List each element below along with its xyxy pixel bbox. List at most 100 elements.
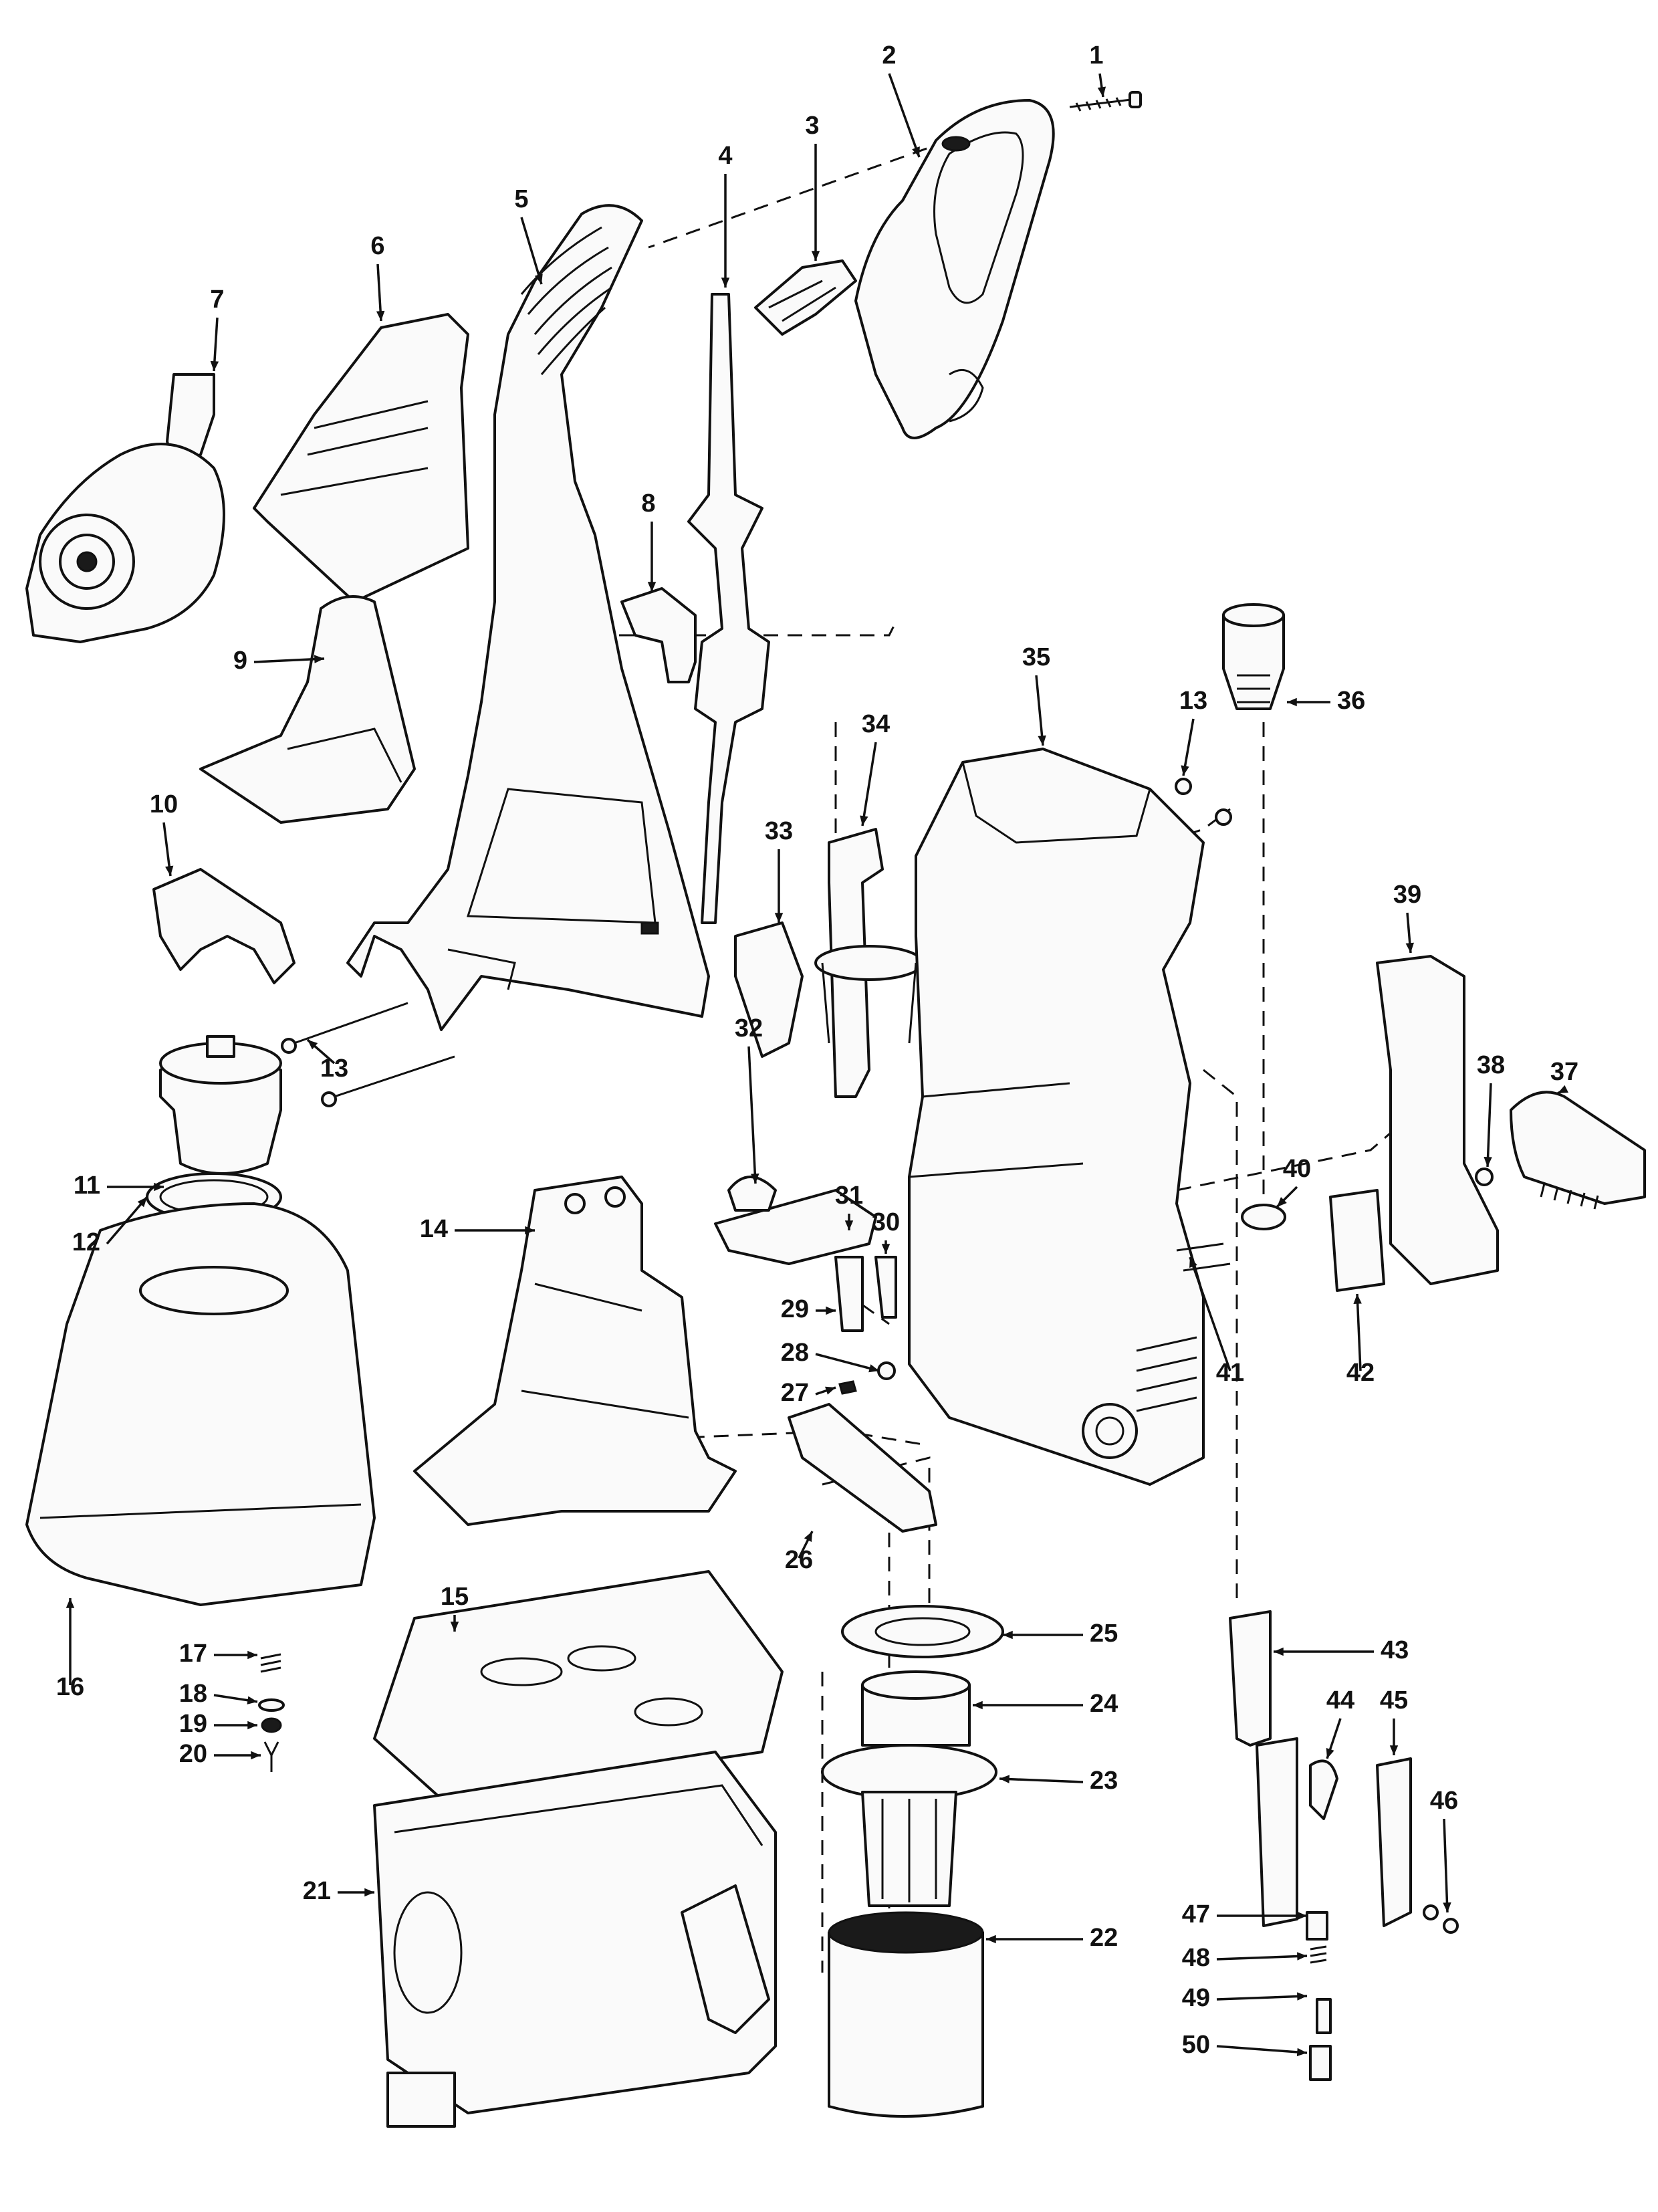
callout-arrowhead-7 — [210, 360, 219, 371]
callout-label-5: 5 — [514, 185, 528, 213]
callout-arrowhead-47 — [1297, 1911, 1307, 1920]
part-16-tank-cover — [25, 1202, 376, 1606]
callout-arrowhead-10 — [164, 865, 174, 876]
callout-leader-28 — [815, 1353, 880, 1372]
callout-label-27: 27 — [781, 1379, 809, 1407]
callout-label-19: 19 — [179, 1710, 207, 1738]
callout-arrowhead-48 — [1297, 1952, 1307, 1961]
part-8-latch — [620, 587, 697, 683]
callout-label-17: 17 — [179, 1640, 207, 1668]
callout-arrowhead-6 — [376, 310, 385, 321]
callout-arrowhead-27 — [825, 1386, 836, 1395]
callout-label-50: 50 — [1182, 2031, 1210, 2059]
callout-label-35: 35 — [1022, 643, 1050, 671]
callout-arrowhead-41 — [1189, 1257, 1197, 1268]
callout-arrowhead-40 — [1277, 1197, 1287, 1207]
callout-arrowhead-50 — [1296, 2048, 1307, 2057]
callout-arrowhead-29 — [826, 1306, 836, 1315]
callout-label-40: 40 — [1283, 1155, 1311, 1183]
callout-leader-2 — [888, 73, 921, 158]
callout-leader-34 — [861, 742, 877, 826]
callout-label-14: 14 — [420, 1215, 448, 1243]
callout-arrowhead-2 — [912, 146, 920, 157]
callout-arrowhead-35 — [1038, 735, 1046, 746]
callout-leader-48 — [1216, 1955, 1308, 1961]
part-1-screw — [1069, 91, 1142, 112]
part-22-filter-foam — [828, 1911, 984, 2118]
callout-label-13: 13 — [1179, 687, 1207, 715]
callout-arrowhead-30 — [881, 1244, 891, 1254]
callout-label-7: 7 — [210, 286, 224, 314]
callout-label-13: 13 — [320, 1055, 348, 1083]
callout-arrowhead-34 — [860, 815, 868, 826]
part-35-main-body — [908, 748, 1205, 1486]
parts-27-32-small-pieces — [714, 1176, 897, 1395]
callout-arrowhead-5 — [534, 273, 543, 284]
callout-label-26: 26 — [785, 1546, 813, 1574]
part-4-rod — [687, 293, 770, 924]
callout-label-20: 20 — [179, 1740, 207, 1768]
part-24-cylinder — [861, 1670, 971, 1747]
callout-label-47: 47 — [1182, 1900, 1210, 1928]
callout-leader-23 — [999, 1777, 1084, 1783]
callout-label-45: 45 — [1380, 1686, 1408, 1715]
callout-label-34: 34 — [862, 710, 890, 738]
callout-arrowhead-44 — [1326, 1748, 1334, 1759]
callout-label-23: 23 — [1090, 1767, 1118, 1795]
part-5-upper-housing — [346, 204, 710, 1031]
part-9-tray — [199, 595, 416, 824]
callout-label-43: 43 — [1381, 1636, 1409, 1664]
callout-label-37: 37 — [1550, 1058, 1578, 1086]
callout-label-48: 48 — [1182, 1944, 1210, 1972]
part-34-tube-assembly — [814, 828, 924, 1098]
callout-label-25: 25 — [1090, 1620, 1118, 1648]
callout-label-16: 16 — [56, 1673, 84, 1701]
callout-arrowhead-8 — [647, 582, 657, 592]
part-13-screws — [281, 778, 1232, 1107]
part-3-bracket — [754, 259, 857, 336]
callout-label-24: 24 — [1090, 1690, 1118, 1718]
callout-arrowhead-19 — [247, 1721, 257, 1730]
callout-arrowhead-26 — [804, 1531, 812, 1542]
callout-label-33: 33 — [765, 817, 793, 845]
part-25-ring-plate — [841, 1605, 1004, 1658]
callout-label-49: 49 — [1182, 1984, 1210, 2012]
callout-leader-50 — [1216, 2045, 1308, 2054]
callout-leader-5 — [520, 217, 543, 285]
callout-label-31: 31 — [835, 1182, 863, 1210]
callout-label-10: 10 — [150, 790, 178, 818]
parts-38-42-hardware — [1176, 955, 1499, 1292]
callout-arrowhead-22 — [986, 1934, 996, 1944]
callout-arrowhead-4 — [721, 278, 730, 288]
callout-arrowhead-32 — [751, 1173, 759, 1184]
callout-arrowhead-45 — [1389, 1745, 1399, 1755]
callout-leader-42 — [1356, 1293, 1362, 1371]
callout-label-8: 8 — [641, 489, 655, 518]
callout-arrowhead-3 — [811, 251, 820, 261]
callout-label-28: 28 — [781, 1339, 809, 1367]
callout-arrowhead-24 — [973, 1700, 983, 1710]
callout-arrowhead-20 — [251, 1751, 261, 1760]
callout-label-6: 6 — [370, 232, 384, 260]
callout-label-39: 39 — [1393, 881, 1421, 909]
callout-leader-49 — [1216, 1995, 1308, 2001]
part-6-cover — [253, 313, 469, 603]
callout-label-38: 38 — [1477, 1051, 1505, 1079]
callout-arrowhead-39 — [1405, 942, 1414, 953]
callout-arrowhead-12 — [137, 1197, 147, 1208]
callout-arrowhead-18 — [247, 1696, 257, 1704]
part-11-motor-cap — [159, 1035, 282, 1175]
part-26-bracket — [788, 1403, 937, 1533]
callout-label-46: 46 — [1430, 1787, 1458, 1815]
part-2-handle — [854, 99, 1055, 439]
callout-label-15: 15 — [441, 1583, 469, 1611]
callout-label-1: 1 — [1089, 41, 1103, 70]
callout-arrowhead-46 — [1443, 1902, 1451, 1912]
callout-arrowhead-21 — [364, 1888, 374, 1897]
callout-label-21: 21 — [303, 1877, 331, 1905]
callout-arrowhead-25 — [1003, 1630, 1013, 1640]
callout-leaders — [66, 73, 1568, 2057]
callout-leader-38 — [1486, 1083, 1492, 1168]
part-36-connector — [1222, 603, 1285, 710]
